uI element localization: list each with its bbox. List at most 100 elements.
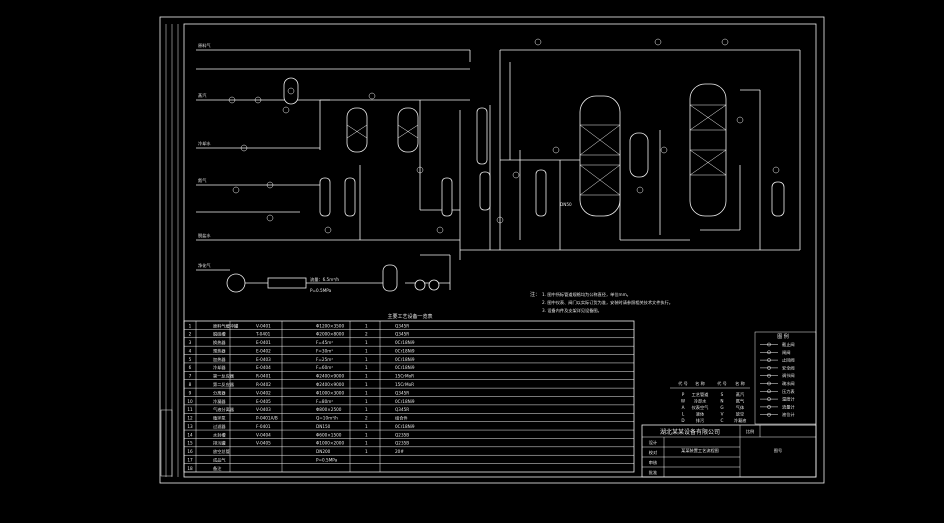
equipment-table-cell: 15	[187, 441, 193, 446]
stream-label-group: 原料气 蒸汽 冷却水 氮气 脱盐水 净化气 流量：6.5m³/h P=0.5MP…	[198, 42, 572, 293]
heat-exchanger-icon	[535, 169, 547, 217]
equipment-table-cell: Φ1000×2000	[316, 441, 344, 446]
equipment-table-cell: 原料气缓冲罐	[213, 322, 239, 329]
outer-frame	[159, 16, 825, 484]
symbols-table-cell: 仪表空气	[692, 404, 710, 411]
equipment-table-cell: 1	[365, 424, 368, 429]
equipment-table-cell: 2	[365, 416, 368, 421]
title-block: 湖北某某设备有限公司 比例 某某装置工艺流程图 图号 设计 校对 审核 批准	[641, 424, 817, 478]
equipment-table-cell: 8	[189, 382, 192, 387]
equipment-table-cell: P-0401A/B	[256, 416, 278, 421]
notes-title: 注：	[530, 291, 540, 298]
legend-item-label: 液位计	[782, 411, 795, 418]
company-name: 湖北某某设备有限公司	[660, 428, 720, 436]
equipment-table-cell: Q235B	[395, 441, 409, 446]
vessel-icon	[397, 107, 419, 153]
legend-symbol-mark	[767, 412, 771, 417]
drawing-title: 某某装置工艺流程图	[681, 447, 719, 454]
equipment-table-cell: 2	[365, 332, 368, 337]
symbols-table-header: 代 号	[678, 380, 688, 387]
equipment-table-cell: 12	[187, 416, 193, 421]
stream-label: 脱盐水	[198, 232, 211, 239]
symbols-table-header: 名 称	[695, 380, 705, 387]
symbols-table-cell: C	[721, 418, 724, 423]
equipment-table-cell: 1	[365, 348, 368, 353]
equipment-table-cell: Φ2400×9000	[316, 374, 344, 379]
symbols-table-cell: 工艺管道	[692, 391, 710, 398]
equipment-table-cell: 9	[189, 390, 192, 395]
legend-item-label: 温度计	[782, 396, 795, 403]
equipment-table-cell: 0Cr18Ni9	[395, 340, 415, 345]
equipment-table-cell: 1	[365, 390, 368, 395]
heat-exchanger-icon	[441, 177, 453, 217]
equipment-table-cell: 0Cr18Ni9	[395, 365, 415, 370]
legend-item-label: 闸阀	[782, 349, 790, 356]
legend-symbol-mark	[767, 405, 771, 409]
equipment-table-cell: 1	[365, 340, 368, 345]
equipment-table-cell: 7	[189, 374, 192, 379]
equipment-table-cell: 1	[365, 432, 368, 437]
equipment-table-cell: 1	[365, 441, 368, 446]
equipment-table-cell: 第一反应器	[213, 373, 235, 380]
legend-symbol-mark	[767, 389, 771, 394]
legend-item-label: 截止阀	[782, 341, 795, 348]
equipment-table-cell: E-0402	[256, 348, 271, 353]
symbols-table-cell: 冷凝液	[734, 417, 747, 424]
symbols-table-cell: G	[720, 405, 723, 410]
callout: P=0.5MPa	[310, 288, 332, 293]
vessel-icon	[771, 181, 785, 217]
legend-symbol-mark	[767, 397, 771, 401]
equipment-table-cell: Φ1000×3000	[316, 390, 344, 395]
equipment-table-cell: 0Cr18Ni9	[395, 399, 415, 404]
process-equipment	[226, 77, 785, 293]
equipment-table-cell: Q235B	[395, 432, 409, 437]
symbols-table-cell: D	[681, 418, 684, 423]
symbols-table-cell: W	[681, 399, 685, 404]
equipment-table-cell: DN200	[316, 449, 331, 454]
equipment-table-cell: 换热器	[213, 339, 226, 346]
pump-icon	[226, 273, 246, 293]
equipment-table-cell: F=60m²	[316, 365, 333, 370]
symbols-table-cell: 液体	[696, 411, 705, 418]
equipment-table-cell: Q345R	[395, 332, 409, 337]
equipment-table-cell: 0Cr18Ni9	[395, 348, 415, 353]
equipment-table-cell: 组合件	[395, 415, 408, 422]
equipment-table-cell: R-0402	[256, 382, 271, 387]
equipment-table-cell: 水封槽	[213, 431, 226, 438]
vessel-icon	[346, 107, 368, 153]
left-strip-box	[160, 409, 173, 477]
equipment-table-cell: F=45m²	[316, 340, 333, 345]
equipment-table-cell: Q345R	[395, 323, 409, 328]
equipment-table-cell: 14	[187, 432, 193, 437]
equipment-table-cell: 0Cr18Ni9	[395, 424, 415, 429]
equipment-table-cell: F-0401	[256, 424, 271, 429]
legend-item-label: 压力表	[782, 388, 795, 395]
note-line: 3. 设备内件及支架详见设备图。	[542, 307, 602, 314]
legend-item-label: 调节阀	[782, 372, 795, 379]
equipment-table-cell: E-0403	[256, 357, 271, 362]
drawing-no-label: 图号	[774, 448, 782, 454]
equipment-table-cell: V-0405	[256, 441, 271, 446]
equipment-table-cell: Q345R	[395, 407, 409, 412]
equipment-table-cell: V-0402	[256, 390, 271, 395]
equipment-table-cell: 备注	[213, 465, 222, 472]
symbols-table-cell: S	[721, 392, 724, 397]
equipment-table-cell: E-0401	[256, 340, 271, 345]
symbols-table-cell: 蒸汽	[736, 391, 745, 398]
symbols-table-header: 代 号	[717, 380, 727, 387]
pump-icon	[428, 279, 440, 291]
equipment-table-cell: 17	[187, 458, 193, 463]
stream-label: 蒸汽	[198, 92, 207, 99]
equipment-table-cell: 11	[187, 407, 193, 412]
vessel-icon	[283, 77, 299, 105]
equipment-table-cell: P=0.5MPa	[316, 458, 338, 463]
legend-symbol-mark	[767, 358, 771, 362]
equipment-table-cell: 循环泵	[213, 415, 226, 422]
separator-icon	[629, 132, 649, 178]
legend-symbol-mark	[767, 381, 771, 386]
symbols-table-cell: 冷却水	[694, 398, 707, 405]
stream-label: 原料气	[198, 42, 211, 49]
